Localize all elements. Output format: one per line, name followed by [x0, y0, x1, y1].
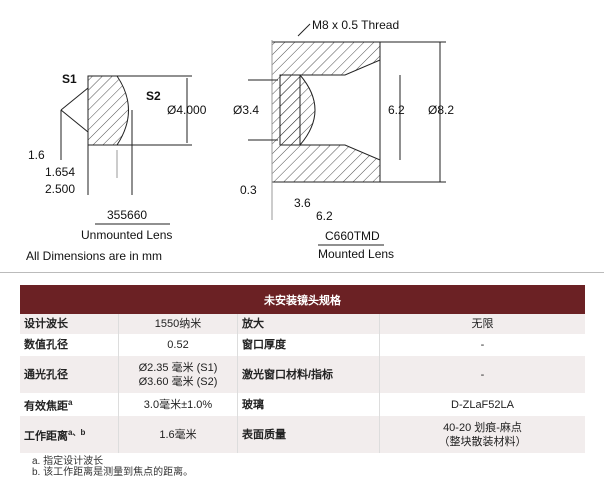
svg-text:S1: S1 — [62, 72, 77, 86]
label: 激光窗口材料/指标 — [237, 356, 380, 393]
svg-text:6.2: 6.2 — [316, 209, 333, 223]
label: 窗口厚度 — [237, 334, 380, 356]
value: - — [379, 356, 585, 393]
value: - — [379, 334, 585, 356]
table-row: 设计波长 1550纳米 放大 无限 — [20, 314, 585, 334]
unmounted-lens-drawing: 1.6 1.654 2.500 S1 S2 Ø4.000 355660 Unmo… — [26, 72, 207, 263]
svg-text:1.6: 1.6 — [28, 148, 45, 162]
footnote: b. 该工作距离是测量到焦点的距离。 — [32, 467, 194, 478]
footnotes: a. 指定设计波长 b. 该工作距离是测量到焦点的距离。 — [32, 456, 193, 478]
svg-text:Ø8.2: Ø8.2 — [428, 103, 454, 117]
value: 0.52 — [118, 334, 238, 356]
label: 通光孔径 — [20, 356, 119, 393]
svg-text:1.654: 1.654 — [45, 165, 75, 179]
svg-text:S2: S2 — [146, 89, 161, 103]
label: 数值孔径 — [20, 334, 119, 356]
svg-text:Ø4.000: Ø4.000 — [167, 103, 207, 117]
value: Ø2.35 毫米 (S1)Ø3.60 毫米 (S2) — [118, 356, 238, 393]
label: 设计波长 — [20, 314, 119, 334]
value: 3.0毫米±1.0% — [118, 393, 238, 416]
table-row: 工作距离a、b 1.6毫米 表面质量 40-20 划痕-麻点（整块散装材料） — [20, 416, 585, 453]
value: 1550纳米 — [118, 314, 238, 334]
svg-text:C660TMD: C660TMD — [325, 229, 380, 243]
label: 玻璃 — [237, 393, 380, 416]
table-title: 未安装镜头规格 — [20, 285, 585, 314]
svg-text:Ø3.4: Ø3.4 — [233, 103, 259, 117]
mounted-lens-drawing: M8 x 0.5 Thread Ø3.4 6.2 Ø8.2 0.3 3.6 6.… — [233, 18, 454, 261]
svg-text:3.6: 3.6 — [294, 196, 311, 210]
value: 1.6毫米 — [118, 416, 238, 453]
table-row: 通光孔径 Ø2.35 毫米 (S1)Ø3.60 毫米 (S2) 激光窗口材料/指… — [20, 356, 585, 393]
table-row: 数值孔径 0.52 窗口厚度 - — [20, 334, 585, 356]
value: 无限 — [379, 314, 585, 334]
svg-text:0.3: 0.3 — [240, 183, 257, 197]
svg-text:All Dimensions are in mm: All Dimensions are in mm — [26, 249, 162, 263]
svg-text:355660: 355660 — [107, 208, 147, 222]
spec-table: 未安装镜头规格 设计波长 1550纳米 放大 无限 数值孔径 0.52 窗口厚度… — [20, 285, 585, 453]
value: 40-20 划痕-麻点（整块散装材料） — [379, 416, 585, 453]
svg-text:Mounted Lens: Mounted Lens — [318, 247, 394, 261]
footnote: a. 指定设计波长 — [32, 456, 104, 467]
lens-drawing: 1.6 1.654 2.500 S1 S2 Ø4.000 355660 Unmo… — [26, 18, 454, 263]
label: 表面质量 — [237, 416, 380, 453]
label: 有效焦距a — [20, 393, 119, 416]
svg-text:Unmounted Lens: Unmounted Lens — [81, 228, 172, 242]
svg-text:2.500: 2.500 — [45, 182, 75, 196]
table-row: 有效焦距a 3.0毫米±1.0% 玻璃 D-ZLaF52LA — [20, 393, 585, 416]
value: D-ZLaF52LA — [379, 393, 585, 416]
label: 工作距离a、b — [20, 416, 119, 453]
divider — [0, 272, 604, 273]
svg-text:M8 x 0.5 Thread: M8 x 0.5 Thread — [312, 18, 399, 32]
label: 放大 — [237, 314, 380, 334]
svg-text:6.2: 6.2 — [388, 103, 405, 117]
